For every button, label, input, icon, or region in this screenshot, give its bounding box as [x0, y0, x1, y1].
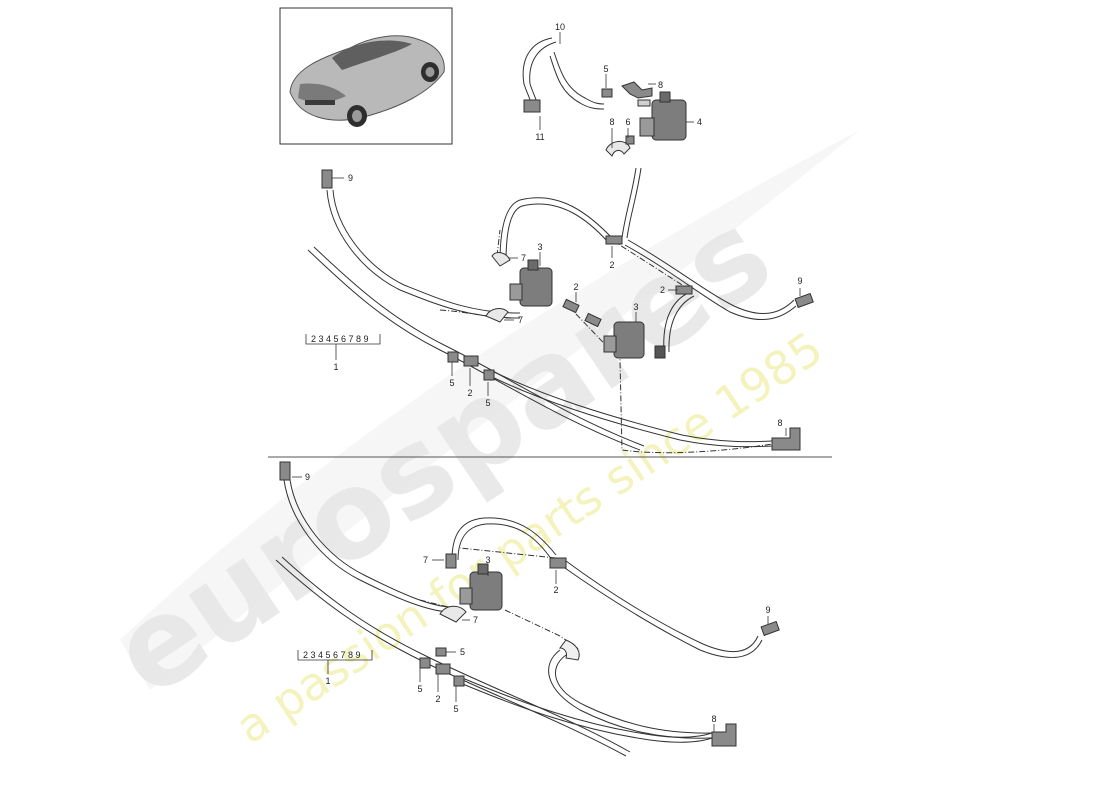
fitting-5-right	[483, 369, 495, 381]
part-9-lower-top	[279, 461, 291, 481]
fitting-5-top	[601, 88, 613, 98]
tee-2a	[605, 235, 623, 245]
lower-assembly: 9 7 3 2 7 9 5 5 2 5 8 2 3 4 5 6 7 8 9 1	[275, 461, 780, 757]
watermark-swoosh	[120, 130, 860, 690]
part-9-top	[321, 169, 333, 189]
callout-l5c: 5	[453, 704, 458, 714]
callout-u8a: 8	[658, 80, 663, 90]
lower-parts	[279, 461, 780, 747]
car-icon	[289, 35, 445, 127]
upper-assembly: 10 5 8 4 11 8 6 9 7 3 2 2 9 2 3 7 5 2 5 …	[305, 22, 814, 454]
fitting-part-top	[637, 99, 651, 107]
lower-callouts	[292, 476, 769, 732]
fitting-2c-b	[584, 312, 602, 328]
elbow-8-lower	[711, 723, 737, 747]
tee-2d	[463, 355, 479, 367]
callout-l7a: 7	[423, 555, 428, 565]
callout-u5a: 5	[603, 64, 608, 74]
part-9-right	[794, 292, 814, 309]
tee-2-lower-b	[435, 663, 451, 675]
callout-u2a: 2	[609, 260, 614, 270]
callout-u7b: 7	[518, 315, 523, 325]
upper-parts	[321, 81, 814, 451]
callout-u7a: 7	[521, 253, 526, 263]
elbow-7-bottom	[485, 308, 509, 323]
tee-2-lower	[549, 557, 567, 569]
lower-set-label: 2 3 4 5 6 7 8 9 1	[297, 650, 373, 686]
pressure-converter-3c	[459, 563, 503, 611]
callout-l9a: 9	[305, 472, 310, 482]
pressure-converter-4	[639, 91, 687, 141]
callout-u4: 4	[697, 117, 702, 127]
callout-l5a: 5	[460, 647, 465, 657]
elbow-lower-mid	[559, 639, 580, 661]
elbow-7-lower	[439, 605, 467, 623]
callout-u6: 6	[625, 117, 630, 127]
part-9-lower-right	[760, 620, 780, 637]
fitting-5-lower-left	[419, 657, 431, 669]
pressure-converter-3b	[603, 321, 666, 359]
upper-set-number: 1	[333, 362, 338, 372]
upper-set-label: 2 3 4 5 6 7 8 9 1	[305, 334, 381, 372]
pressure-converter-3a	[509, 259, 553, 307]
callout-l9b: 9	[765, 605, 770, 615]
callout-u5b: 5	[449, 378, 454, 388]
callout-u2c: 2	[573, 282, 578, 292]
callout-u2d: 2	[467, 388, 472, 398]
watermark: eurospares a passion for parts since 198…	[88, 130, 860, 754]
vehicle-thumbnail	[279, 7, 453, 145]
upper-set-contents: 2 3 4 5 6 7 8 9	[311, 334, 369, 344]
fitting-6	[625, 135, 635, 145]
upper-callout-labels: 10 5 8 4 11 8 6 9 7 3 2 2 9 2 3 7 5 2 5 …	[348, 22, 803, 428]
elbow-7-top	[491, 252, 511, 267]
fitting-7-lower	[445, 553, 457, 569]
callout-u9b: 9	[797, 276, 802, 286]
callout-u2b: 2	[660, 285, 665, 295]
lower-set-number: 1	[325, 676, 330, 686]
callout-l3: 3	[485, 555, 490, 565]
fitting-5-lower-right	[453, 675, 465, 687]
elbow-8-bottom	[771, 427, 801, 451]
callout-u5c: 5	[485, 398, 490, 408]
callout-u3a: 3	[537, 242, 542, 252]
upper-hoses	[307, 167, 797, 454]
upper-callouts	[332, 32, 801, 436]
callout-l2a: 2	[553, 585, 558, 595]
callout-u10: 10	[555, 22, 565, 32]
callout-u11: 11	[535, 132, 544, 142]
callout-l8: 8	[711, 714, 716, 724]
callout-u8b: 8	[609, 117, 614, 127]
fitting-5-lower-top	[435, 647, 447, 657]
lower-callout-labels: 9 7 3 2 7 9 5 5 2 5 8	[305, 472, 771, 724]
hose-10-11	[522, 37, 605, 113]
callout-u9a: 9	[348, 173, 353, 183]
tee-2b	[675, 285, 693, 295]
callout-u3b: 3	[633, 302, 638, 312]
fitting-2c-a	[562, 298, 580, 314]
callout-l7b: 7	[473, 615, 478, 625]
lower-set-contents: 2 3 4 5 6 7 8 9	[303, 650, 361, 660]
callout-l5b: 5	[417, 684, 422, 694]
callout-l2b: 2	[435, 694, 440, 704]
fitting-5-left	[447, 351, 459, 363]
callout-u8c: 8	[777, 418, 782, 428]
elbow-8-top	[621, 81, 653, 99]
